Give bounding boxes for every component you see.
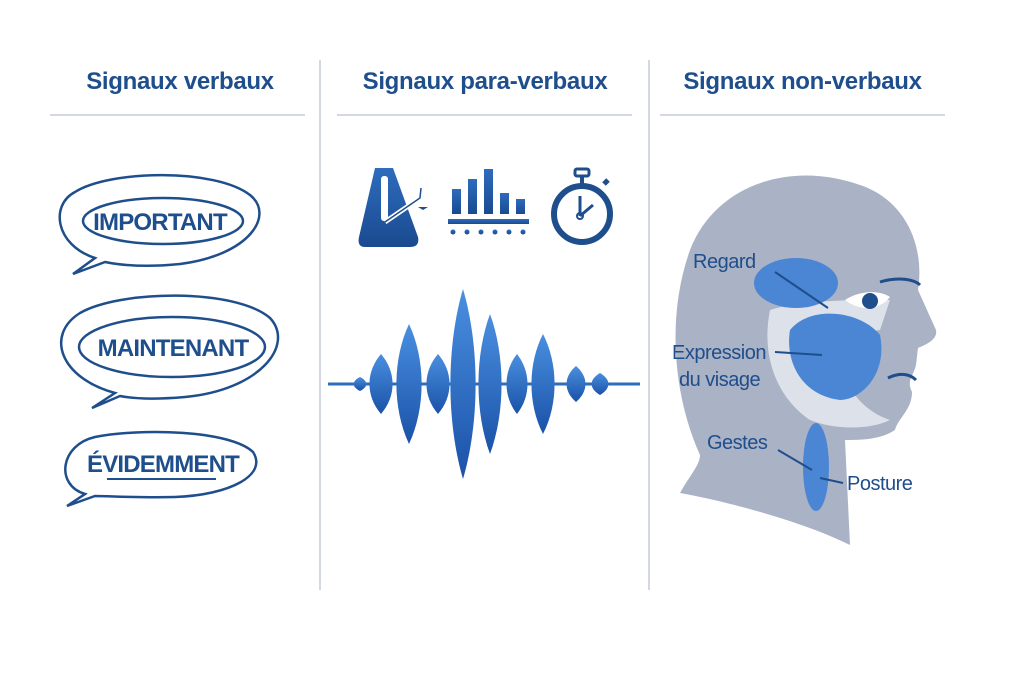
wave-lobe [396,324,422,444]
word-evidemment: ÉVIDEMMENT [87,450,240,478]
label-gestes: Gestes [707,432,768,454]
wave-lobe [426,354,450,414]
dividers [50,60,945,590]
wave-lobe [566,366,586,402]
gaze-region [754,258,838,308]
wave-lobe [506,354,528,414]
heading-nonverbal: Signaux non-verbaux [683,68,922,95]
posture-region [803,423,829,511]
label-expression: Expression [672,342,766,364]
speech-bubble-maintenant [60,294,280,410]
wave-lobe [353,377,367,391]
wave-lobe [591,373,609,395]
label-du-visage: du visage [679,369,760,391]
wave-lobe [450,289,476,479]
wave-lobe [369,354,393,414]
face-expression-region [789,313,882,400]
stopwatch-icon [551,167,613,245]
speech-bubble-evidemment [64,430,258,508]
label-posture: Posture [847,473,913,495]
speech-bubble-important [58,173,261,276]
heading-verbal: Signaux verbaux [86,68,274,95]
head-silhouette [675,175,937,545]
wave-lobe [478,314,502,454]
bar-chart-icon [448,169,529,235]
metronome-icon [358,168,428,247]
heading-paraverbal: Signaux para-verbaux [362,68,608,95]
sound-wave-icon [328,289,640,479]
wave-lobe [531,334,555,434]
word-maintenant: MAINTENANT [98,335,250,362]
word-important: IMPORTANT [93,209,228,236]
label-regard: Regard [693,251,756,273]
